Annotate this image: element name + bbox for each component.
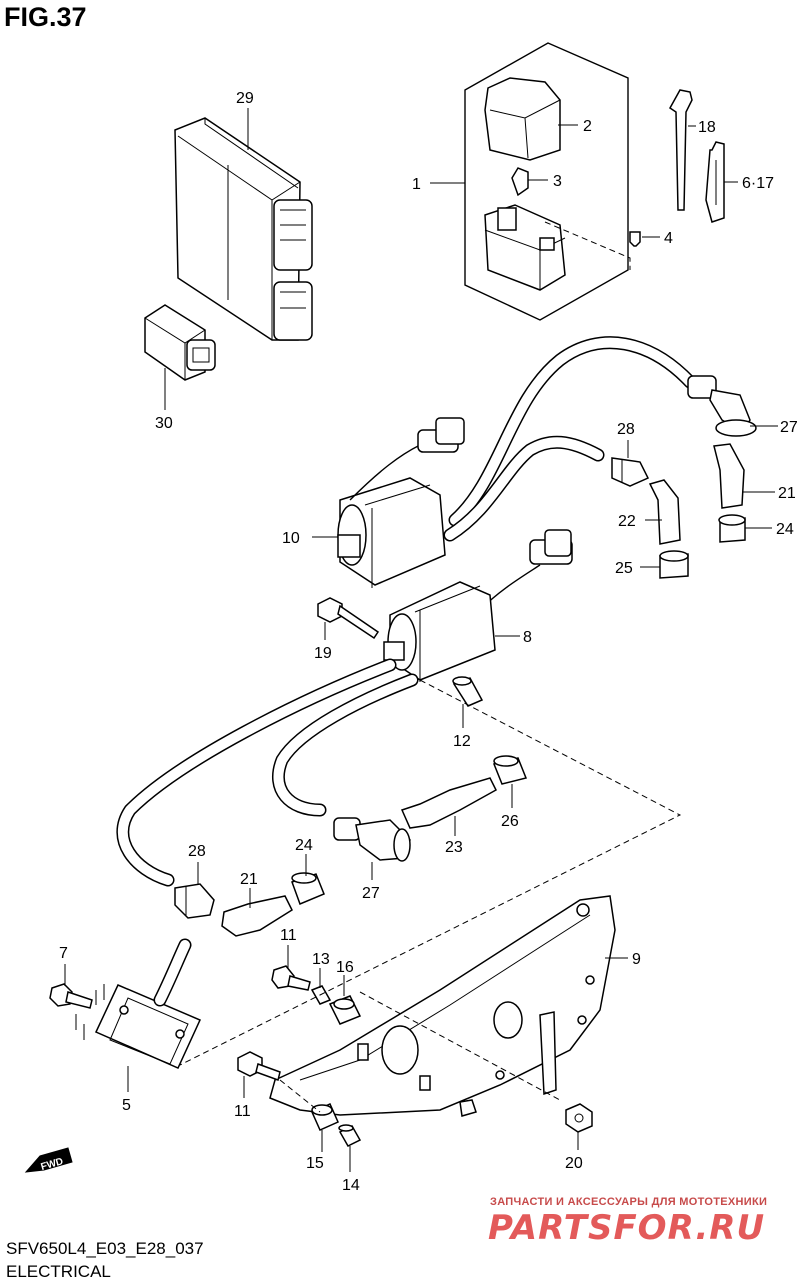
callout-30: 30 — [155, 415, 173, 432]
callout-21-upper: 21 — [778, 485, 796, 502]
flange-nut-20 — [565, 1103, 593, 1133]
callout-20: 20 — [565, 1155, 583, 1172]
relay-assembly-frame — [464, 42, 641, 321]
callout-12: 12 — [453, 733, 471, 750]
watermark-logo: PARTSFOR.RU — [488, 1208, 766, 1248]
callout-24-upper: 24 — [776, 521, 794, 538]
callout-29: 29 — [236, 90, 254, 107]
callout-18: 18 — [698, 119, 716, 136]
callout-28-lower: 28 — [188, 843, 206, 860]
callout-25: 25 — [615, 560, 633, 577]
callout-2: 2 — [583, 118, 592, 135]
plug-boot-21-upper — [713, 443, 745, 509]
callout-5: 5 — [122, 1097, 131, 1114]
plug-cap-28-lower — [174, 883, 215, 919]
callout-14: 14 — [342, 1177, 360, 1194]
spark-plug-cap-upper — [687, 375, 757, 437]
bracket-bolt-lower — [237, 1051, 281, 1081]
plug-boot-21-lower — [221, 895, 293, 937]
callout-27-upper: 27 — [780, 419, 798, 436]
callout-11-upper: 11 — [280, 927, 297, 944]
callout-7: 7 — [59, 945, 68, 962]
callout-19: 19 — [314, 645, 332, 662]
regulator-rectifier — [75, 938, 202, 1069]
callout-1: 1 — [412, 176, 421, 193]
grommet-16 — [328, 995, 362, 1025]
callout-15: 15 — [306, 1155, 324, 1172]
seal-25 — [659, 550, 689, 579]
seal-24-lower — [291, 872, 325, 905]
ecu-unit — [174, 117, 313, 341]
callout-3: 3 — [553, 173, 562, 190]
callout-labels: 29 30 1 2 3 4 18 6·17 27 28 21 22 24 25 … — [59, 90, 798, 1194]
regulator-bolt — [49, 983, 93, 1009]
grommet-15 — [311, 1103, 339, 1131]
high-tension-leads-lower — [116, 658, 419, 887]
callout-27-lower: 27 — [362, 885, 380, 902]
collar-14 — [338, 1124, 362, 1147]
callout-28-upper: 28 — [617, 421, 635, 438]
spacer-sleeve — [452, 676, 484, 707]
plug-boot-22 — [648, 479, 681, 545]
callout-leader-lines — [64, 108, 778, 1172]
seal-24-upper — [718, 514, 746, 543]
callout-11-lower: 11 — [234, 1103, 251, 1120]
bracket-bolt-upper — [271, 965, 311, 991]
callout-21-lower: 21 — [240, 871, 258, 888]
assembly-reference-lines — [179, 679, 682, 1113]
callout-24-lower: 24 — [295, 837, 313, 854]
plug-cap-28-upper — [611, 457, 650, 487]
plug-boot-23 — [400, 777, 497, 829]
callout-22: 22 — [618, 513, 636, 530]
section-name: ELECTRICAL — [6, 1262, 111, 1281]
callout-8: 8 — [523, 629, 532, 646]
plug-cap-27-lower — [333, 817, 411, 862]
cable-tie — [669, 89, 693, 211]
callout-6-17: 6·17 — [742, 175, 774, 192]
ignition-coil-upper — [337, 336, 697, 588]
coil-bolt — [317, 597, 380, 640]
callout-26: 26 — [501, 813, 519, 830]
callout-13: 13 — [312, 951, 330, 968]
figure-code: SFV650L4_E03_E28_037 — [6, 1239, 204, 1258]
callout-9: 9 — [632, 951, 641, 968]
watermark-tagline: ЗАПЧАСТИ И АКСЕССУАРЫ ДЛЯ МОТОТЕХНИКИ — [490, 1196, 768, 1208]
figure-title: FIG.37 — [4, 2, 87, 32]
wire-clamp — [705, 141, 725, 223]
callout-23: 23 — [445, 839, 463, 856]
seal-26 — [492, 755, 528, 785]
callout-10: 10 — [282, 530, 300, 547]
coil-mounting-bracket — [269, 895, 616, 1117]
fwd-arrow-icon: FWD — [24, 1147, 73, 1173]
ignition-coil-lower — [383, 529, 573, 682]
sensor-connector — [144, 304, 216, 381]
callout-4: 4 — [664, 230, 673, 247]
callout-16: 16 — [336, 959, 354, 976]
